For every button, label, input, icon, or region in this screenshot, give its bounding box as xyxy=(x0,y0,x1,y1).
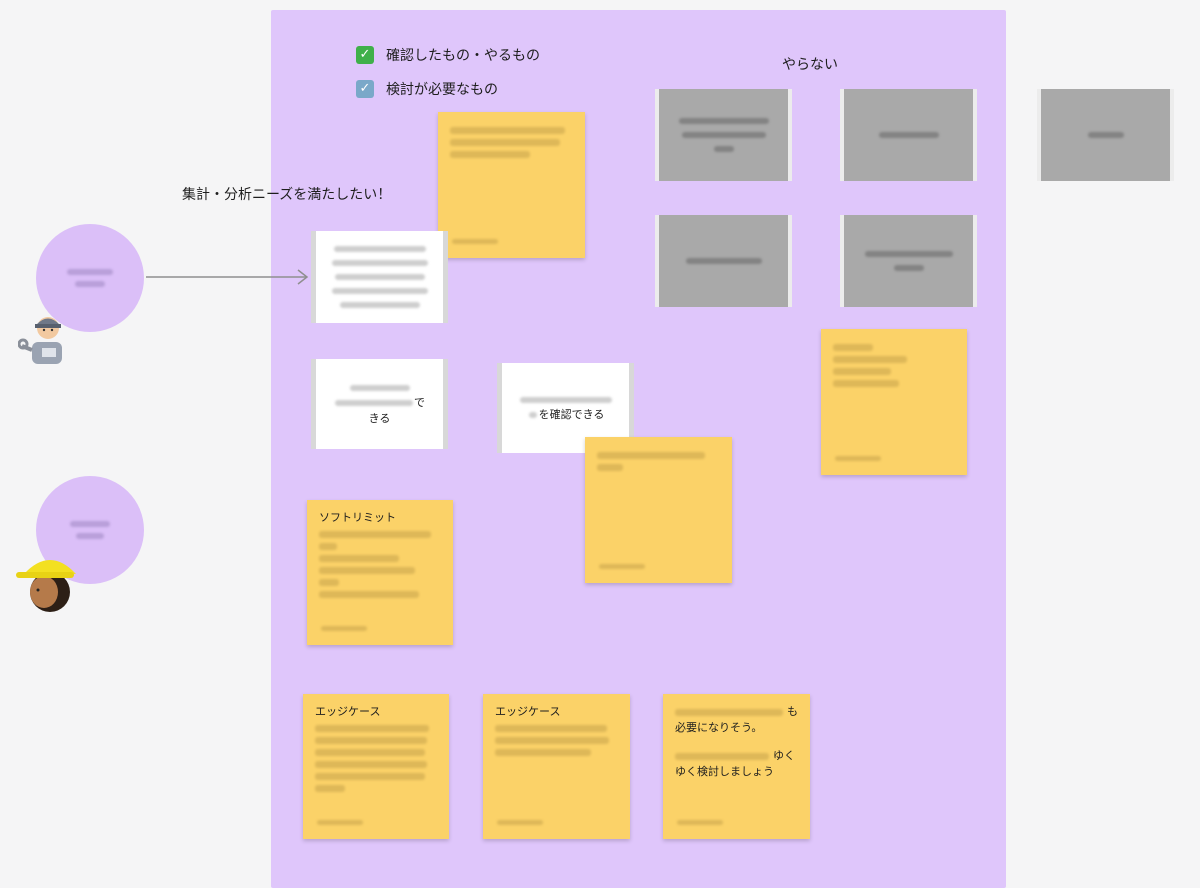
sticky-note-soft-limit[interactable]: ソフトリミット xyxy=(307,500,453,645)
rejected-card[interactable] xyxy=(1037,89,1174,181)
sticky-title: エッジケース xyxy=(495,705,561,718)
legend-todo-label: 検討が必要なもの xyxy=(386,82,498,98)
sticky-title: エッジケース xyxy=(315,705,381,718)
rejected-card[interactable] xyxy=(655,89,792,181)
sticky-note[interactable]: も 必要になりそう。 ゆく ゆく検討しましょう xyxy=(663,694,810,839)
rejected-card[interactable] xyxy=(840,215,977,307)
sticky-text: 必要になりそう。 xyxy=(675,721,763,734)
sticky-note[interactable] xyxy=(438,112,585,258)
sticky-note[interactable] xyxy=(821,329,967,475)
card-text: きる xyxy=(368,412,391,425)
sticky-note-edge-case[interactable]: エッジケース xyxy=(303,694,449,839)
check-mark-green-icon: ✓ xyxy=(356,46,374,64)
process-card[interactable] xyxy=(311,231,448,323)
worker-hardhat-icon xyxy=(16,560,76,612)
sticky-title: ソフトリミット xyxy=(319,511,396,524)
check-mark-box-icon: ✓ xyxy=(356,80,374,98)
sticky-text: も xyxy=(787,705,798,718)
persona-circle-1[interactable] xyxy=(36,224,144,332)
worker-wrench-icon xyxy=(18,317,62,364)
sticky-note-edge-case[interactable]: エッジケース xyxy=(483,694,630,839)
goal-heading[interactable]: 集計・分析ニーズを満たしたい！ xyxy=(182,187,392,203)
legend-done-label: 確認したもの・やるもの xyxy=(386,48,540,64)
sticky-text: ゆく検討しましょう xyxy=(675,765,774,778)
sticky-note[interactable] xyxy=(585,437,732,583)
flow-arrow[interactable] xyxy=(146,269,310,285)
not-doing-heading[interactable]: やらない xyxy=(782,57,838,73)
sticky-text: ゆく xyxy=(773,749,795,762)
card-text: で xyxy=(414,396,425,409)
legend-done: ✓ 確認したもの・やるもの xyxy=(356,45,540,65)
legend-todo: ✓ 検討が必要なもの xyxy=(356,79,498,99)
process-card[interactable]: で きる xyxy=(311,359,448,449)
process-card[interactable]: を確認できる xyxy=(497,363,634,453)
card-text: を確認できる xyxy=(538,408,605,421)
rejected-card[interactable] xyxy=(840,89,977,181)
rejected-card[interactable] xyxy=(655,215,792,307)
